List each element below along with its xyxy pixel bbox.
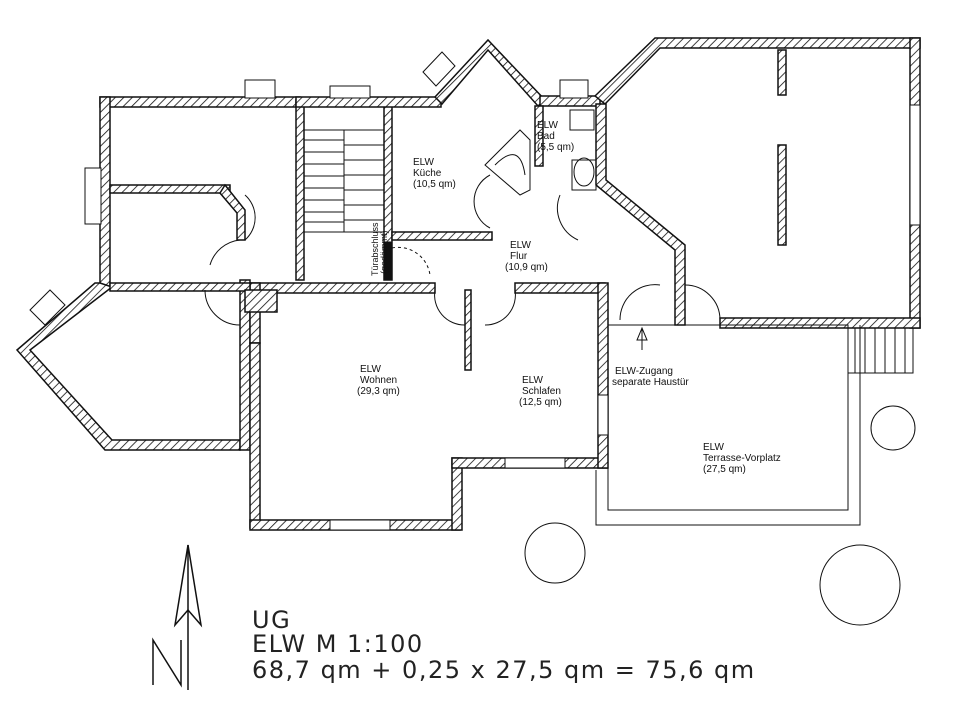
svg-text:(29,3 qm): (29,3 qm) [357,386,400,397]
room-bad: ELW Bad (5,5 qm) [537,120,574,153]
svg-text:ELW-Zugang: ELW-Zugang [615,366,673,377]
outer-walls [15,37,921,531]
svg-text:ELW: ELW [703,442,724,453]
title-block: UG ELW M 1:100 68,7 qm + 0,25 x 27,5 qm … [252,606,756,684]
title-level: UG [252,606,291,634]
room-terrasse: ELW Terrasse-Vorplatz (27,5 qm) [703,442,781,475]
svg-text:Küche: Küche [413,168,442,179]
svg-text:ELW: ELW [510,240,531,251]
svg-text:(gedämmt): (gedämmt) [379,230,389,274]
room-schlafen: ELW Schlafen (12,5 qm) [519,375,562,408]
doors [204,174,721,326]
svg-text:Terrasse-Vorplatz: Terrasse-Vorplatz [703,453,781,464]
room-flur: ELW Flur (10,9 qm) [505,240,548,273]
svg-text:(12,5 qm): (12,5 qm) [519,397,562,408]
bathroom-fixtures [484,109,597,196]
terrace [595,324,914,526]
room-zugang: ELW-Zugang separate Haustür [612,366,689,388]
svg-text:(10,5 qm): (10,5 qm) [413,179,456,190]
door-note: Türabschluss (gedämmt) [370,222,389,276]
staircase [303,129,385,233]
title-area: 68,7 qm + 0,25 x 27,5 qm = 75,6 qm [252,656,756,684]
svg-text:(5,5 qm): (5,5 qm) [537,142,574,153]
svg-text:ELW: ELW [537,120,558,131]
room-wohnen: ELW Wohnen (29,3 qm) [357,364,400,397]
svg-text:ELW: ELW [522,375,543,386]
windows [29,51,921,531]
north-arrow-icon [152,544,203,690]
svg-text:Wohnen: Wohnen [360,375,397,386]
svg-text:separate Haustür: separate Haustür [612,377,689,388]
svg-text:(27,5 qm): (27,5 qm) [703,464,746,475]
svg-text:Schlafen: Schlafen [522,386,561,397]
svg-text:ELW: ELW [360,364,381,375]
svg-text:Flur: Flur [510,251,528,262]
title-scale: ELW M 1:100 [252,630,424,658]
svg-text:(10,9 qm): (10,9 qm) [505,262,548,273]
room-kueche: ELW Küche (10,5 qm) [413,157,456,190]
svg-text:Bad: Bad [537,131,555,142]
trees [524,405,916,626]
svg-text:Türabschluss: Türabschluss [370,222,380,276]
svg-text:ELW: ELW [413,157,434,168]
